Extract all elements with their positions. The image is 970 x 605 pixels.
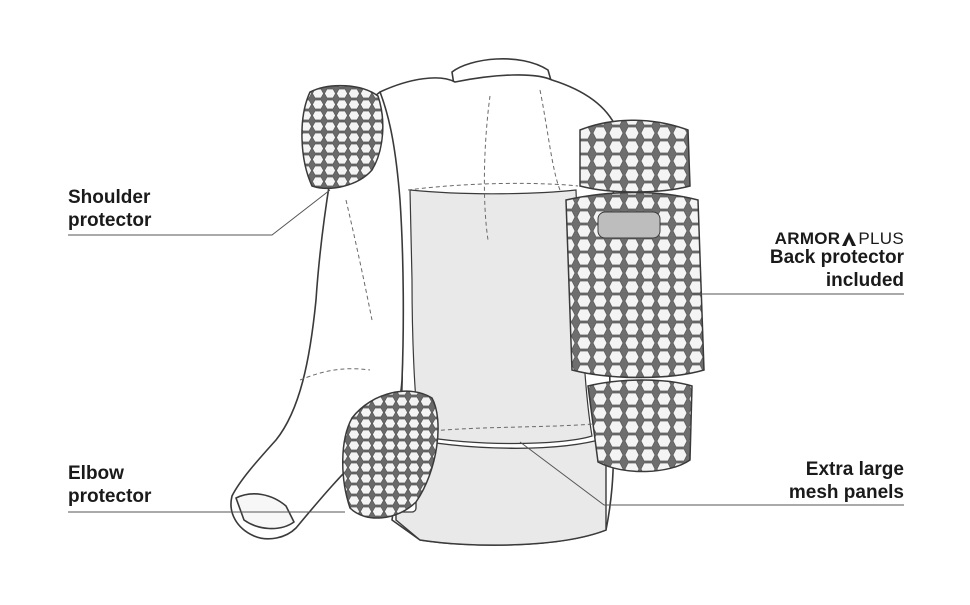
- dainese-patch-icon: [597, 211, 661, 239]
- mesh-label-line2: mesh panels: [788, 482, 904, 503]
- armor-a-logo-icon: [842, 232, 857, 246]
- brand-part1: ARMOR: [774, 229, 841, 248]
- shoulder-protector: [301, 84, 384, 189]
- leader-lines: [68, 189, 904, 513]
- shoulder-label-line1: Shoulder: [68, 187, 151, 208]
- shoulder-label-line2: protector: [68, 210, 152, 231]
- mesh-label-line1: Extra large: [805, 459, 904, 480]
- elbow-label-line2: protector: [68, 486, 152, 507]
- elbow-protector: [342, 390, 439, 519]
- elbow-label: Elbow protector: [68, 462, 151, 508]
- back-protector-label: Back protector included: [770, 246, 904, 292]
- waist-band: [395, 435, 607, 546]
- mesh-panel: [409, 189, 593, 445]
- elbow-label-line1: Elbow: [68, 463, 124, 484]
- back-protector: [565, 119, 705, 473]
- armor-plus-brand: ARMOR PLUS: [775, 228, 904, 250]
- mesh-panels-label: Extra large mesh panels: [789, 458, 904, 504]
- seam-lines: [299, 89, 595, 433]
- shoulder-label: Shoulder protector: [68, 186, 151, 232]
- back-label-line1: Back protector: [769, 247, 904, 268]
- back-label-line2: included: [825, 270, 904, 291]
- brand-part2: PLUS: [858, 229, 904, 248]
